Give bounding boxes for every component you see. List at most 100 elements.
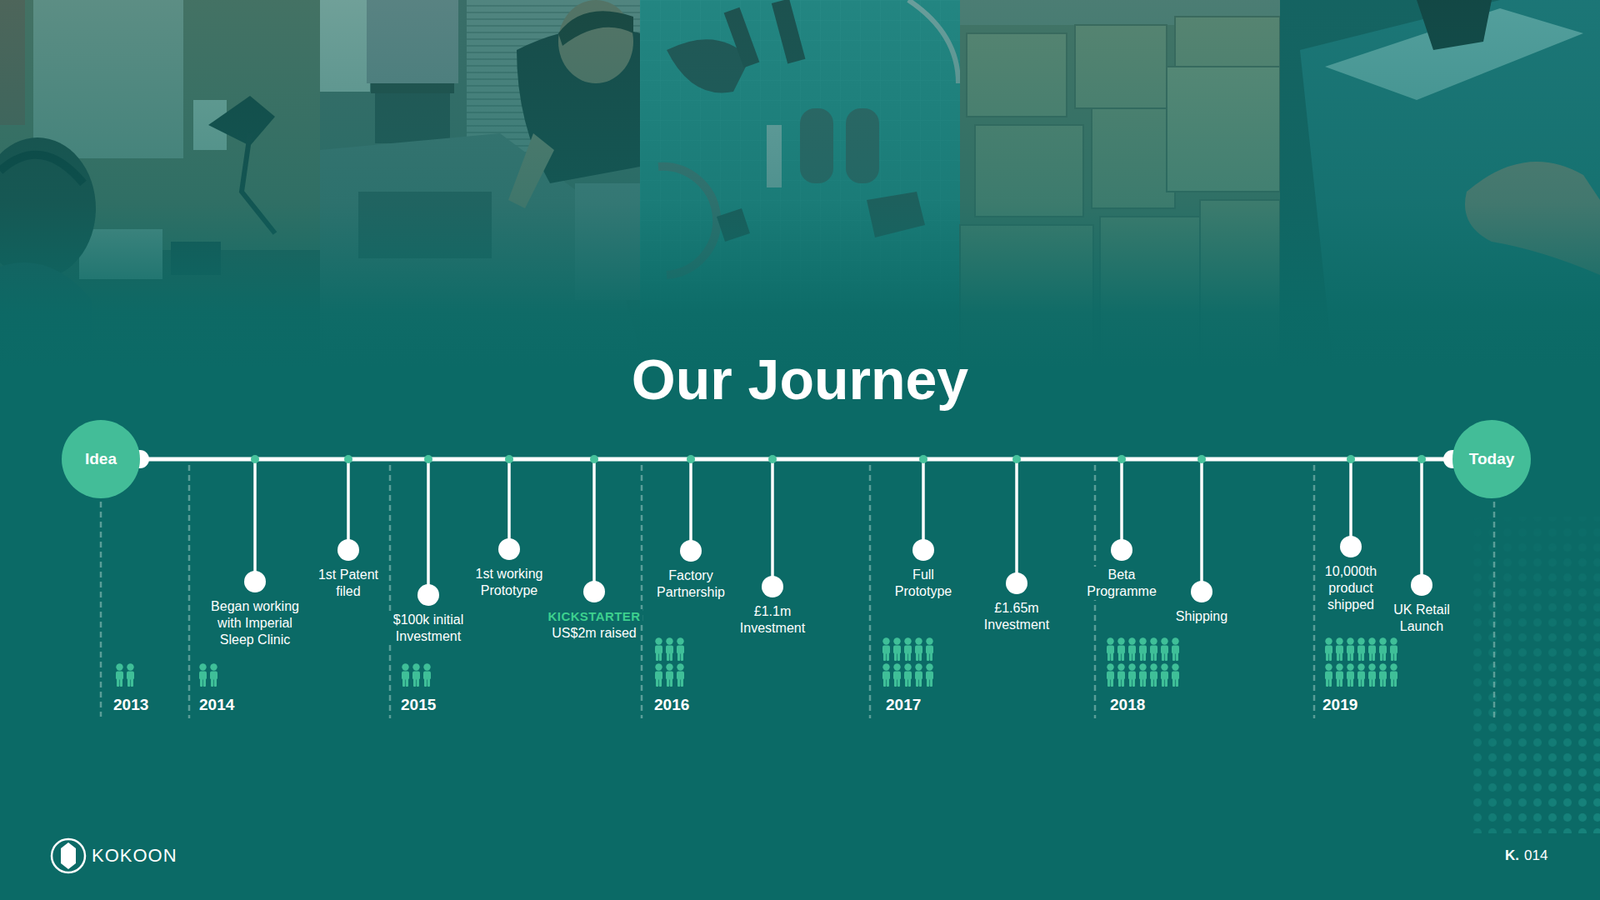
milestone-dot bbox=[583, 580, 605, 603]
logo-mark bbox=[60, 842, 76, 870]
milestone-stem bbox=[507, 459, 511, 550]
line-dot bbox=[686, 455, 695, 464]
milestone-stem bbox=[921, 459, 925, 550]
milestone-stem bbox=[1200, 459, 1204, 592]
year-divider bbox=[869, 465, 872, 719]
team-icons bbox=[882, 637, 934, 661]
line-dot bbox=[1117, 455, 1126, 464]
team-icons bbox=[1106, 663, 1180, 687]
milestone-stem bbox=[1420, 459, 1424, 585]
team-icons bbox=[1325, 637, 1398, 661]
milestone-label: 1st Patent filed bbox=[312, 566, 385, 600]
dot-pattern bbox=[1466, 516, 1600, 834]
milestone-stem bbox=[1015, 459, 1019, 584]
year-divider bbox=[188, 465, 191, 719]
line-dot bbox=[505, 455, 514, 464]
milestone-label: Began working with Imperial Sleep Clinic bbox=[205, 598, 305, 649]
slide-title: Our Journey bbox=[0, 348, 1600, 411]
milestone: Factory Partnership bbox=[652, 540, 730, 601]
milestone-dot bbox=[1190, 580, 1213, 603]
milestone: £1.1m Investment bbox=[735, 575, 810, 637]
year-label: 2015 bbox=[400, 695, 436, 715]
milestone: 1st Patent filed bbox=[312, 539, 385, 600]
timeline-line bbox=[140, 457, 1453, 462]
line-dot bbox=[1012, 455, 1021, 464]
milestone-stem bbox=[770, 459, 775, 587]
milestone-label: 1st working Prototype bbox=[469, 565, 550, 600]
line-dot bbox=[919, 455, 928, 464]
year-divider bbox=[1493, 501, 1496, 720]
year-label: 2017 bbox=[885, 695, 921, 715]
milestone-dot bbox=[1410, 574, 1433, 596]
page-prefix: K. bbox=[1505, 847, 1520, 865]
team-icons bbox=[115, 663, 135, 687]
milestone: $100k initial Investment bbox=[384, 584, 473, 645]
timeline-end-circle: Idea bbox=[61, 420, 140, 499]
milestone-stem bbox=[346, 459, 350, 550]
milestone-dot bbox=[498, 538, 520, 560]
line-dot bbox=[344, 455, 353, 464]
team-icons bbox=[199, 663, 218, 687]
milestone-label: Factory Partnership bbox=[652, 567, 730, 601]
milestone-label: US$2m raised bbox=[549, 625, 639, 642]
timeline-end-circle: Today bbox=[1452, 420, 1531, 499]
brand-label: KICKSTARTER bbox=[545, 609, 644, 625]
milestone-stem bbox=[1120, 459, 1124, 550]
milestone: Beta Programme bbox=[1083, 539, 1160, 600]
line-dot bbox=[1346, 455, 1355, 464]
milestone: Full Prototype bbox=[889, 539, 958, 600]
milestone: 10,000th product shipped bbox=[1320, 535, 1382, 614]
year-label: 2018 bbox=[1110, 695, 1145, 715]
logo-wordmark: KOKOON bbox=[91, 845, 178, 866]
milestone-label: UK Retail Launch bbox=[1388, 601, 1455, 635]
milestone: Shipping bbox=[1164, 580, 1240, 625]
milestone-label: Full Prototype bbox=[889, 566, 958, 600]
milestone-stem bbox=[253, 459, 257, 582]
year-label: 2016 bbox=[654, 695, 690, 715]
milestone-dot bbox=[1005, 572, 1028, 595]
milestone-stem bbox=[592, 459, 596, 592]
line-dot bbox=[590, 455, 599, 464]
milestone-dot bbox=[1110, 539, 1133, 561]
year-divider bbox=[1313, 465, 1316, 719]
line-dot bbox=[1417, 455, 1426, 464]
milestone: £1.65m Investment bbox=[979, 572, 1055, 634]
milestone: KICKSTARTERUS$2m raised bbox=[539, 580, 650, 642]
milestone-dot bbox=[761, 575, 784, 598]
team-icons bbox=[1106, 637, 1180, 661]
milestone-dot bbox=[417, 584, 440, 606]
line-dot bbox=[768, 455, 777, 464]
logo-mark bbox=[51, 839, 85, 873]
milestone-dot bbox=[244, 570, 266, 593]
line-dot bbox=[250, 455, 260, 464]
year-divider bbox=[640, 465, 644, 719]
milestone-dot bbox=[337, 539, 360, 561]
team-icons bbox=[655, 637, 685, 661]
year-label: 2014 bbox=[199, 695, 235, 715]
milestone-label: $100k initial Investment bbox=[384, 611, 473, 645]
year-divider bbox=[389, 465, 392, 719]
milestone-label: £1.1m Investment bbox=[735, 603, 810, 637]
line-dot bbox=[424, 455, 433, 464]
team-icons bbox=[1325, 663, 1398, 687]
milestone: UK Retail Launch bbox=[1388, 574, 1455, 635]
milestone-dot bbox=[680, 540, 702, 562]
page-number: 014 bbox=[1524, 847, 1548, 865]
end-label: Today bbox=[1469, 450, 1515, 469]
milestone-label: Shipping bbox=[1173, 608, 1230, 625]
photo-fade bbox=[0, 0, 1600, 369]
milestone-stem bbox=[1349, 459, 1353, 547]
milestone-label: 10,000th product shipped bbox=[1320, 563, 1382, 614]
milestone-stem bbox=[689, 459, 693, 551]
team-icons bbox=[882, 663, 934, 687]
line-dot bbox=[1197, 455, 1206, 464]
milestone-dot bbox=[1340, 535, 1362, 558]
milestone: 1st working Prototype bbox=[469, 538, 550, 600]
milestone-label: £1.65m Investment bbox=[979, 600, 1055, 634]
milestone: Began working with Imperial Sleep Clinic bbox=[205, 570, 305, 649]
